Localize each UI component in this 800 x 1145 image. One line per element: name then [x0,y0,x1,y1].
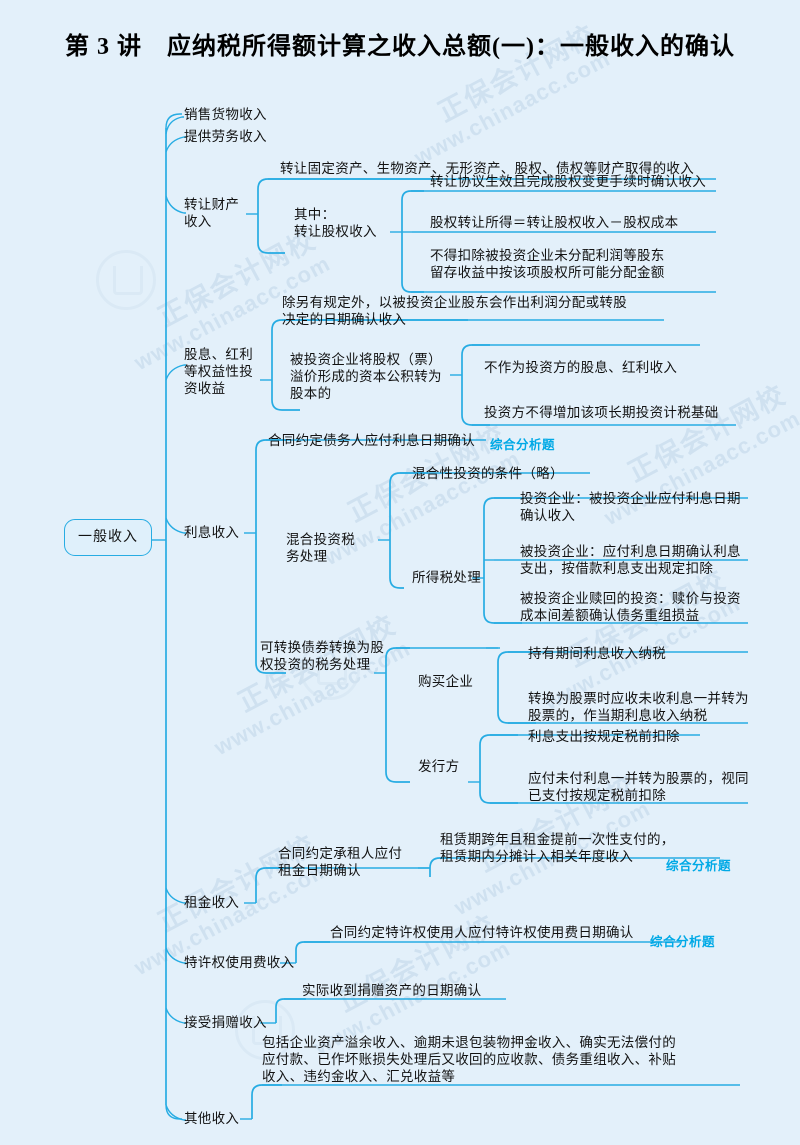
node-property-transfer-income[interactable]: 转让财产 收入 [184,197,240,229]
node-convert-stock-interest[interactable]: 转换为股票时应收未收利息一并转为 股票的，作当期利息收入纳税 [528,691,749,723]
node-capital-reserve-to-stock[interactable]: 被投资企业将股权（票） 溢价形成的资本公积转为 股本的 [290,352,442,401]
node-not-dividend-income[interactable]: 不作为投资方的股息、红利收入 [484,360,678,375]
watermark-cn: 正保会计网校 [153,829,322,938]
node-issuer[interactable]: 发行方 [418,759,460,774]
node-donation-confirm-date[interactable]: 实际收到捐赠资产的日期确认 [302,983,482,998]
node-dividend-confirm-date[interactable]: 除另有规定外，以被投资企业股东会作出利润分配或转股 决定的日期确认收入 [282,295,627,327]
node-transfer-assets-detail[interactable]: 转让固定资产、生物资产、无形资产、股权、债权等财产取得的收入 [280,161,694,176]
node-investor-confirm-income[interactable]: 投资企业：被投资企业应付利息日期 确认收入 [520,491,741,523]
watermark-en: www.chinaacc.com [410,45,615,171]
node-sales-goods-income[interactable]: 销售货物收入 [184,107,267,122]
node-royalty-income[interactable]: 特许权使用费收入 [184,955,295,970]
node-interest-expense-deduct[interactable]: 利息支出按规定税前扣除 [528,729,680,744]
node-labor-service-income[interactable]: 提供劳务收入 [184,129,267,144]
node-purchasing-enterprise[interactable]: 购买企业 [418,674,474,689]
node-no-increase-tax-basis[interactable]: 投资方不得增加该项长期投资计税基础 [484,405,719,420]
node-other-income[interactable]: 其他收入 [184,1111,240,1126]
watermark-cn: 正保会计网校 [333,909,502,1018]
node-unpaid-interest-deduct[interactable]: 应付未付利息一并转为股票的，视同 已支付按规定税前扣除 [528,771,749,803]
tag-comprehensive-analysis: 综合分析题 [666,859,732,873]
node-equity-transfer-income[interactable]: 其中： 转让股权收入 [294,207,377,239]
node-hybrid-investment-tax[interactable]: 混合投资税 务处理 [286,532,355,564]
tag-comprehensive-analysis: 综合分析题 [650,935,716,949]
node-dividend-equity-income[interactable]: 股息、红利 等权益性投 资收益 [184,347,253,396]
node-equity-transfer-confirm[interactable]: 转让协议生效且完成股权变更手续时确认收入 [430,174,706,189]
node-donation-income[interactable]: 接受捐赠收入 [184,1015,267,1030]
node-rental-cross-year[interactable]: 租赁期跨年且租金提前一次性支付的， 租赁期内分摊计入相关年度收入 [440,832,675,864]
node-interest-income[interactable]: 利息收入 [184,525,240,540]
node-equity-transfer-gain[interactable]: 股权转让所得＝转让股权收入－股权成本 [430,215,679,230]
root-node[interactable]: 一般收入 [64,519,152,556]
node-hybrid-conditions[interactable]: 混合性投资的条件（略） [412,466,564,481]
tag-comprehensive-analysis: 综合分析题 [490,438,556,452]
watermark-logo-icon [96,250,156,310]
node-investee-interest-expense[interactable]: 被投资企业：应付利息日期确认利息 支出，按借款利息支出规定扣除 [520,544,741,576]
node-interest-confirm-date[interactable]: 合同约定债务人应付利息日期确认 [268,433,475,448]
node-convertible-bond-tax[interactable]: 可转换债券转换为股 权投资的税务处理 [260,640,385,672]
node-income-tax-treatment[interactable]: 所得税处理 [412,570,481,585]
watermark-cn: 正保会计网校 [623,379,792,488]
node-royalty-confirm-date[interactable]: 合同约定特许权使用人应付特许权使用费日期确认 [330,925,634,940]
page-title: 第 3 讲 应纳税所得额计算之收入总额(一)：一般收入的确认 [65,34,735,60]
node-investee-redemption[interactable]: 被投资企业赎回的投资：赎价与投资 成本间差额确认债务重组损益 [520,591,741,623]
node-holding-interest-tax[interactable]: 持有期间利息收入纳税 [528,646,666,661]
node-no-deduct-retained[interactable]: 不得扣除被投资企业未分配利润等股东 留存收益中按该项股权所可能分配金额 [430,248,665,280]
node-rental-confirm-date[interactable]: 合同约定承租人应付 租金日期确认 [278,846,403,878]
node-other-income-detail[interactable]: 包括企业资产溢余收入、逾期未退包装物押金收入、确实无法偿付的 应付款、已作坏账损… [262,1035,676,1084]
node-rental-income[interactable]: 租金收入 [184,895,240,910]
